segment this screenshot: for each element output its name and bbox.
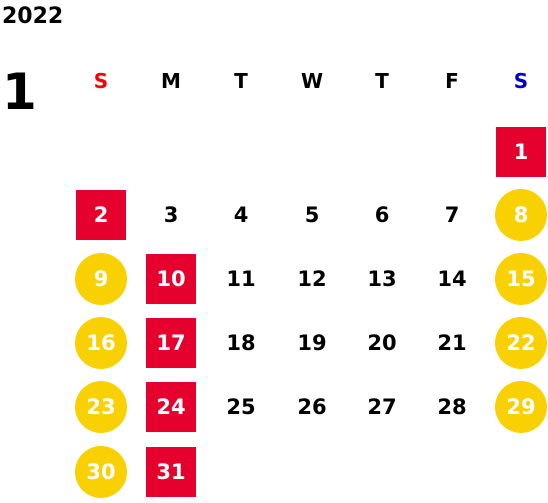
month-number: 1 <box>2 63 37 121</box>
day-cell-10[interactable]: 10 <box>146 254 196 304</box>
day-number: 26 <box>297 395 327 419</box>
day-cell-20[interactable]: 20 <box>357 318 407 368</box>
day-number: 2 <box>93 203 109 227</box>
day-number: 14 <box>437 267 467 291</box>
day-number: 20 <box>367 331 397 355</box>
day-cell-4[interactable]: 4 <box>216 190 266 240</box>
day-cell-14[interactable]: 14 <box>427 254 477 304</box>
day-number: 1 <box>513 140 529 164</box>
day-cell-30[interactable]: 30 <box>75 446 127 498</box>
day-number: 31 <box>156 460 186 484</box>
day-number: 17 <box>156 331 186 355</box>
day-cell-18[interactable]: 18 <box>216 318 266 368</box>
day-cell-7[interactable]: 7 <box>427 190 477 240</box>
weekday-wednesday: W <box>300 69 324 93</box>
day-cell-12[interactable]: 12 <box>287 254 337 304</box>
day-number: 8 <box>513 203 529 227</box>
day-cell-28[interactable]: 28 <box>427 382 477 432</box>
weekday-tuesday: T <box>234 69 248 93</box>
weekday-monday: M <box>161 69 181 93</box>
day-number: 25 <box>226 395 256 419</box>
day-number: 27 <box>367 395 397 419</box>
day-cell-23[interactable]: 23 <box>75 381 127 433</box>
day-number: 30 <box>86 460 116 484</box>
day-cell-25[interactable]: 25 <box>216 382 266 432</box>
day-cell-9[interactable]: 9 <box>75 253 127 305</box>
weekday-thursday: T <box>375 69 389 93</box>
day-number: 29 <box>506 395 536 419</box>
day-number: 19 <box>297 331 327 355</box>
day-number: 21 <box>437 331 467 355</box>
day-number: 15 <box>506 267 536 291</box>
day-cell-13[interactable]: 13 <box>357 254 407 304</box>
day-cell-27[interactable]: 27 <box>357 382 407 432</box>
day-cell-24[interactable]: 24 <box>146 382 196 432</box>
day-cell-6[interactable]: 6 <box>357 190 407 240</box>
day-number: 7 <box>444 203 460 227</box>
day-cell-3[interactable]: 3 <box>146 190 196 240</box>
year-label: 2022 <box>2 4 64 29</box>
day-number: 22 <box>506 331 536 355</box>
day-number: 10 <box>156 267 186 291</box>
day-cell-29[interactable]: 29 <box>495 381 547 433</box>
weekday-sunday: S <box>93 69 109 93</box>
day-number: 4 <box>233 203 249 227</box>
day-cell-22[interactable]: 22 <box>495 317 547 369</box>
day-number: 12 <box>297 267 327 291</box>
day-number: 6 <box>374 203 390 227</box>
day-cell-16[interactable]: 16 <box>75 317 127 369</box>
weekday-saturday: S <box>513 69 529 93</box>
day-number: 16 <box>86 331 116 355</box>
day-number: 23 <box>86 395 116 419</box>
day-number: 11 <box>226 267 256 291</box>
day-cell-26[interactable]: 26 <box>287 382 337 432</box>
day-number: 3 <box>163 203 179 227</box>
day-cell-5[interactable]: 5 <box>287 190 337 240</box>
day-number: 24 <box>156 395 186 419</box>
day-cell-11[interactable]: 11 <box>216 254 266 304</box>
day-cell-2[interactable]: 2 <box>76 190 126 240</box>
day-number: 18 <box>226 331 256 355</box>
day-number: 28 <box>437 395 467 419</box>
day-cell-8[interactable]: 8 <box>495 189 547 241</box>
day-cell-21[interactable]: 21 <box>427 318 477 368</box>
day-number: 5 <box>304 203 320 227</box>
day-cell-31[interactable]: 31 <box>146 447 196 497</box>
day-cell-17[interactable]: 17 <box>146 318 196 368</box>
day-number: 13 <box>367 267 397 291</box>
day-cell-15[interactable]: 15 <box>495 253 547 305</box>
day-cell-19[interactable]: 19 <box>287 318 337 368</box>
weekday-friday: F <box>445 69 459 93</box>
day-cell-1[interactable]: 1 <box>496 127 546 177</box>
day-number: 9 <box>93 267 109 291</box>
